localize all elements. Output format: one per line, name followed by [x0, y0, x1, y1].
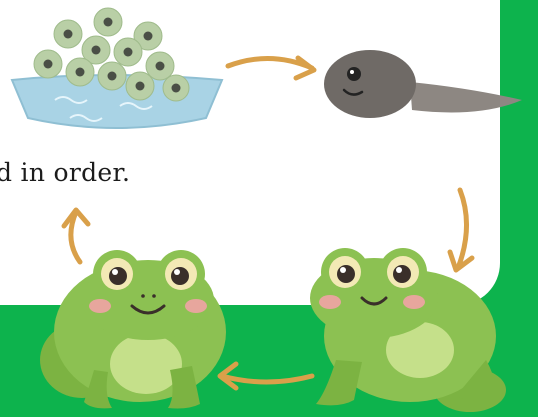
arrow-tadpole-to-froglet: [458, 190, 467, 268]
frog-stage: [40, 250, 226, 409]
frogspawn-stage: [12, 8, 222, 128]
froglet-stage: [310, 248, 506, 412]
arrow-frog-to-spawn: [71, 212, 80, 262]
arrow-froglet-to-frog: [222, 376, 312, 382]
tadpole-stage: [324, 50, 522, 118]
